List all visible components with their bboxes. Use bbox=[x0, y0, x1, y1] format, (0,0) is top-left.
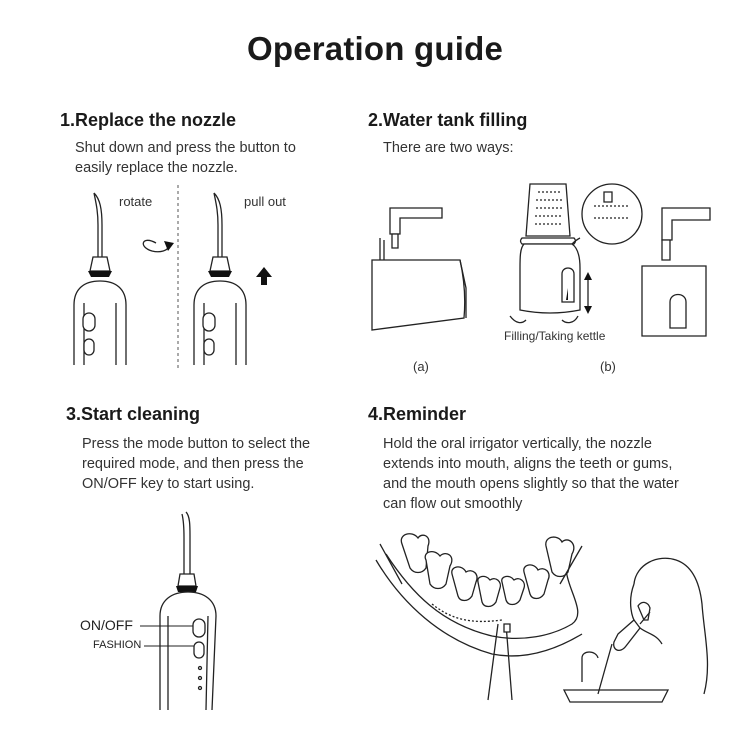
section3-text-line1: Press the mode button to select the bbox=[82, 434, 310, 454]
section4-text-line1: Hold the oral irrigator vertically, the … bbox=[383, 434, 652, 454]
section2-heading: 2.Water tank filling bbox=[368, 110, 527, 131]
section2-text: There are two ways: bbox=[383, 138, 514, 158]
caption-b: (b) bbox=[600, 359, 616, 374]
page-title: Operation guide bbox=[0, 30, 750, 68]
section1-text-line2: easily replace the nozzle. bbox=[75, 158, 238, 178]
label-fashion: FASHION bbox=[93, 639, 141, 651]
section3-text-line3: ON/OFF key to start using. bbox=[82, 474, 254, 494]
caption-a: (a) bbox=[413, 359, 429, 374]
label-filling-kettle: Filling/Taking kettle bbox=[504, 329, 605, 343]
reminder-illustration bbox=[372, 524, 732, 714]
section3-heading: 3.Start cleaning bbox=[66, 404, 200, 425]
section4-heading: 4.Reminder bbox=[368, 404, 466, 425]
label-onoff: ON/OFF bbox=[80, 617, 133, 633]
section3-text-line2: required mode, and then press the bbox=[82, 454, 304, 474]
water-tank-illustration bbox=[370, 178, 720, 348]
section4-text-line4: can flow out smoothly bbox=[383, 494, 522, 514]
start-cleaning-illustration bbox=[150, 506, 250, 712]
nozzle-replace-illustration bbox=[60, 185, 310, 370]
section1-text-line1: Shut down and press the button to bbox=[75, 138, 296, 158]
section4-text-line2: extends into mouth, aligns the teeth or … bbox=[383, 454, 672, 474]
section4-text-line3: and the mouth opens slightly so that the… bbox=[383, 474, 679, 494]
section1-heading: 1.Replace the nozzle bbox=[60, 110, 236, 131]
